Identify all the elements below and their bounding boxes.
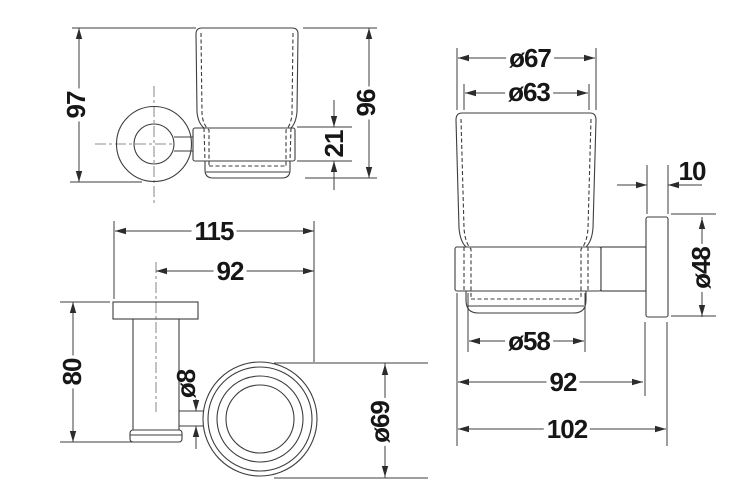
dimension-phi69	[274, 362, 428, 479]
dim-label-front-rim-inner-diameter: ø63	[505, 79, 553, 105]
dimension-21	[297, 100, 352, 190]
ring-outer	[202, 361, 318, 477]
front-glass-inner-wall	[460, 118, 592, 300]
front-view-dimensions	[456, 48, 716, 446]
side-glass-inner-wall	[200, 32, 294, 167]
side-glass-lower	[204, 161, 291, 179]
glass-inner-top	[225, 384, 295, 454]
dim-label-top-arm-diameter: ø8	[171, 369, 201, 399]
dim-label-top-body-length: 80	[57, 355, 87, 389]
wall-plate-top	[112, 301, 199, 320]
front-holder-band	[454, 246, 602, 292]
rosette-centerlines	[95, 86, 174, 203]
dim-label-front-plate-thickness: 10	[678, 156, 707, 186]
dimension-10	[617, 165, 702, 214]
side-arm	[174, 136, 193, 152]
side-holder-band	[192, 127, 296, 162]
ring-inner	[207, 366, 313, 472]
front-glass-upper	[455, 112, 597, 248]
dim-label-front-overall-depth: 102	[543, 416, 591, 442]
top-arm	[179, 410, 204, 427]
front-bracket-arm	[600, 246, 647, 292]
dim-label-front-base-diameter: ø58	[505, 328, 553, 354]
holder-collar	[129, 429, 183, 443]
dim-label-top-ring-outer-diameter: ø69	[365, 398, 395, 446]
side-view	[95, 27, 299, 203]
dim-label-top-overall-depth: 115	[191, 218, 237, 244]
dim-label-front-rim-outer-diameter: ø67	[506, 45, 554, 71]
dim-label-front-depth-to-plate: 92	[546, 369, 580, 395]
rosette-outer-circle	[115, 105, 193, 183]
top-view	[112, 262, 318, 477]
dim-label-side-ring-band-height: 21	[319, 130, 349, 158]
glass-outer-top	[216, 375, 304, 463]
front-view	[454, 112, 669, 318]
front-glass-lower	[465, 291, 587, 314]
dim-label-side-overall-height: 97	[61, 88, 91, 122]
dim-label-side-tumbler-height: 96	[351, 86, 381, 120]
rosette-inner-circle	[133, 123, 175, 165]
wall-plate-front	[645, 216, 669, 318]
side-glass-upper	[195, 27, 299, 129]
dim-label-top-ring-depth: 92	[213, 258, 247, 284]
side-glass-hidden-edges	[203, 127, 292, 162]
front-glass-hidden-edges	[463, 247, 589, 291]
dimension-arrowheads	[69, 28, 706, 477]
dim-label-front-plate-diameter: ø48	[686, 244, 716, 292]
